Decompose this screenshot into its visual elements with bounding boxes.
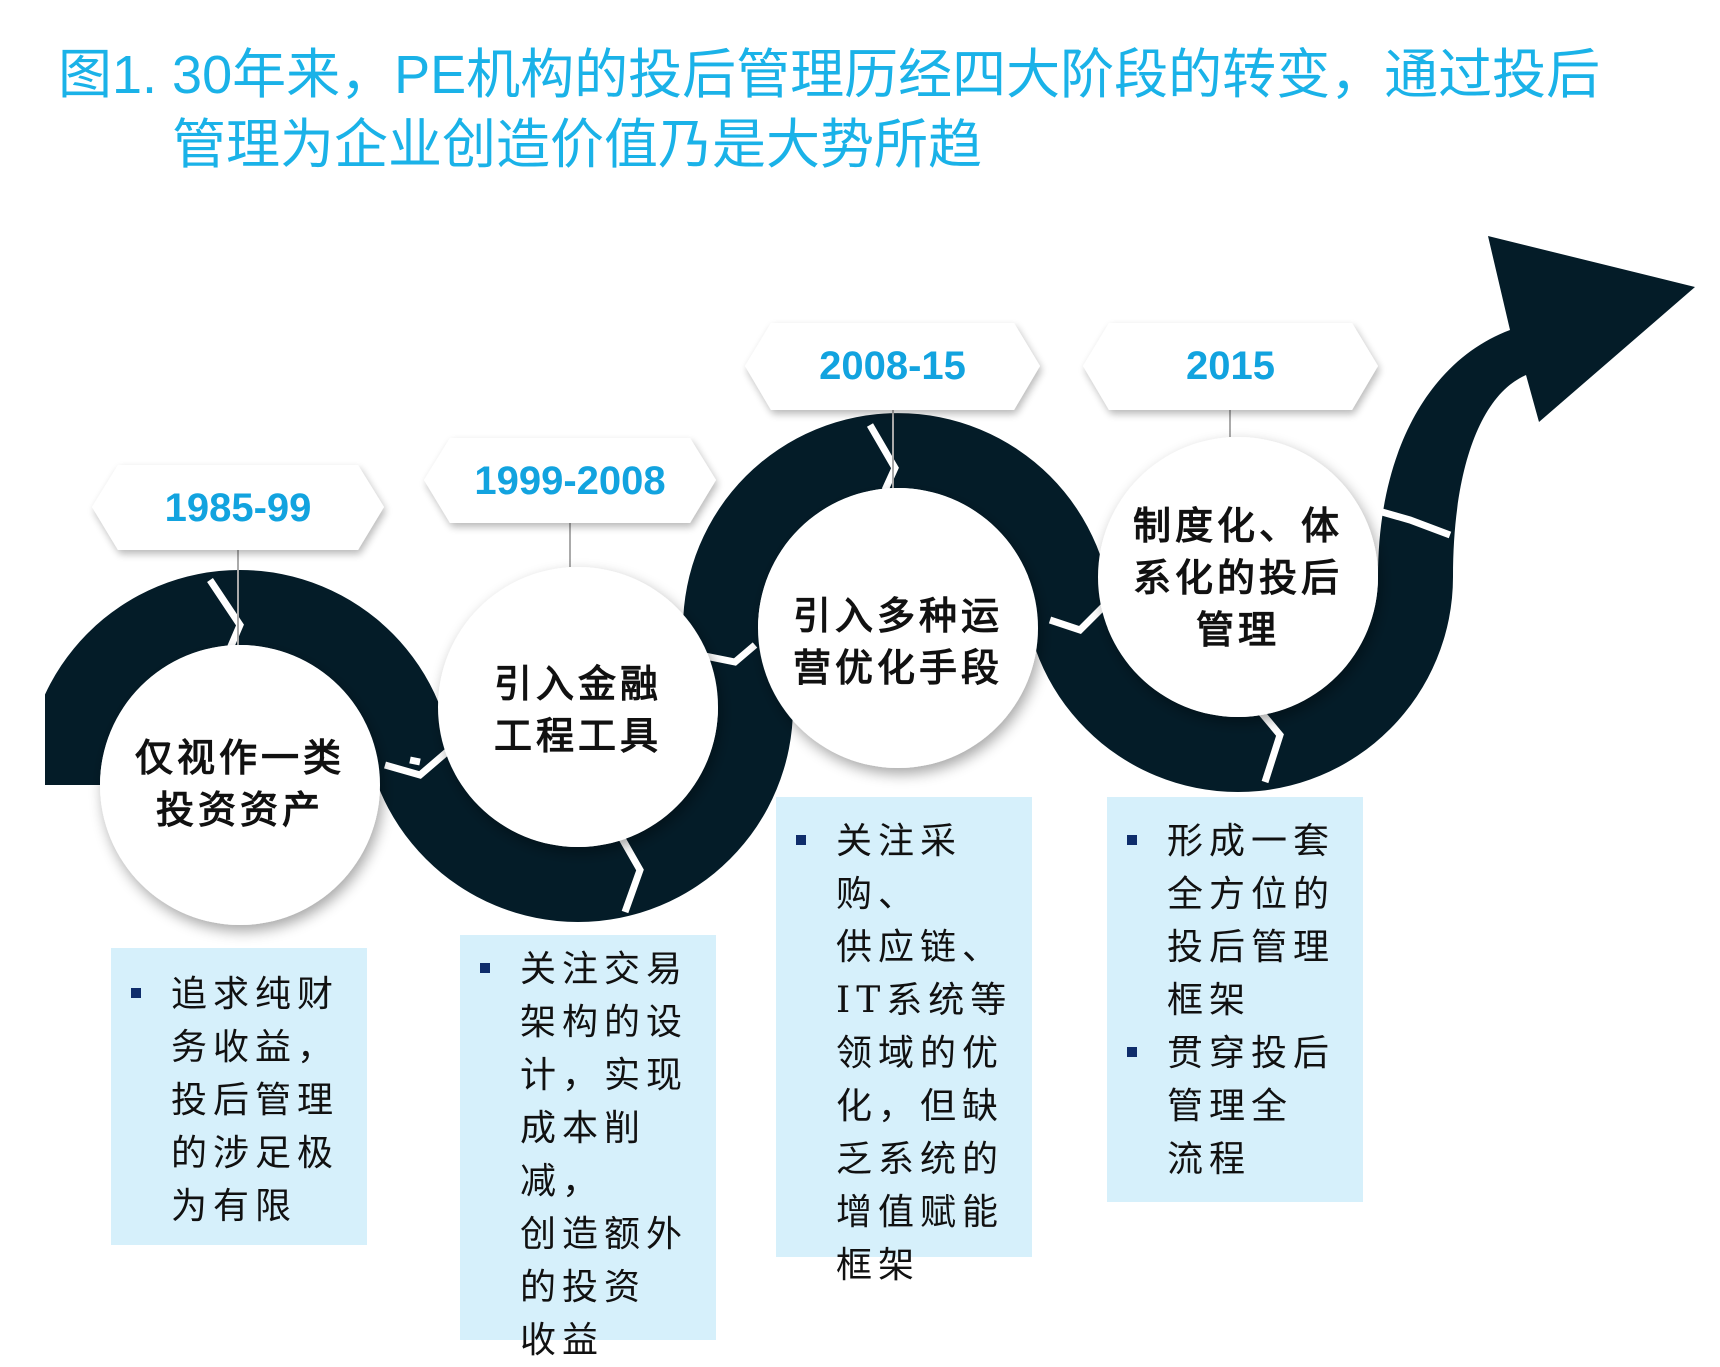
bullet-item: 追求纯财 务收益， 投后管理 的涉足极 为有限	[125, 968, 357, 1233]
bullet-line: 投后管理	[1167, 927, 1336, 968]
bullet-line: 框架	[1167, 980, 1252, 1021]
bullet-line: 增值赋能	[836, 1192, 1005, 1233]
bullet-line: 乏系统的	[836, 1139, 1005, 1180]
bullet-item: 关注采购、 供应链、 IT系统等 领域的优 化，但缺 乏系统的 增值赋能 框架	[790, 815, 1022, 1292]
circle-line: 工程工具	[493, 713, 662, 758]
bullet-item: 贯穿投后 管理全 流程	[1121, 1027, 1353, 1186]
circle-line: 管理	[1195, 607, 1280, 652]
year-text-2: 1999-2008	[474, 459, 666, 503]
bullet-line: 追求纯财	[171, 974, 340, 1015]
circle-line: 系化的投后	[1132, 555, 1343, 600]
year-text-1: 1985-99	[164, 486, 312, 530]
figure-title-line-2: 管理为企业创造价值乃是大势所趋	[172, 115, 982, 175]
bullet-line: 成本削减，	[520, 1108, 647, 1202]
bullet-item: 关注交易 架构的设 计，实现 成本削减， 创造额外 的投资 收益	[474, 943, 706, 1367]
bullet-line: 计，实现	[520, 1055, 689, 1096]
bullet-line: 的投资	[520, 1267, 647, 1308]
bullet-line: 框架	[836, 1245, 921, 1286]
bullet-line: 务收益，	[171, 1027, 340, 1068]
bullet-square-icon	[131, 988, 141, 998]
connector-lines	[237, 410, 1231, 645]
stage-1-description: 仅视作一类 投资资产	[110, 732, 370, 836]
year-label-2015	[1083, 323, 1378, 410]
bullet-line: 领域的优	[836, 1033, 1005, 1074]
stage-4-description: 制度化、体 系化的投后 管理	[1103, 500, 1373, 656]
bullet-line: 关注采购、	[836, 821, 963, 915]
year-label-2008-15	[745, 323, 1040, 410]
bullet-square-icon	[1127, 835, 1137, 845]
stage-circle-2	[438, 567, 718, 847]
bullet-line: 供应链、	[836, 927, 1005, 968]
bullet-square-icon	[796, 835, 806, 845]
bullet-square-icon	[480, 963, 490, 973]
bullet-line: 投后管理	[171, 1080, 340, 1121]
circle-line: 投资资产	[155, 787, 324, 832]
bullet-square-icon	[1127, 1047, 1137, 1057]
ribbon-separators	[207, 423, 1452, 914]
circle-line: 仅视作一类	[134, 735, 345, 780]
bullet-line: 管理全	[1167, 1086, 1294, 1127]
year-text-4: 2015	[1186, 344, 1275, 388]
bullet-line: 的涉足极	[171, 1133, 340, 1174]
stage-2-description: 引入金融 工程工具	[448, 658, 708, 762]
bullet-line: 全方位的	[1167, 874, 1336, 915]
circle-line: 制度化、体	[1132, 503, 1343, 548]
bullet-line: 为有限	[171, 1186, 298, 1227]
stage-4-detail-box: 形成一套 全方位的 投后管理 框架 贯穿投后 管理全 流程	[1107, 797, 1363, 1202]
bullet-line: 架构的设	[520, 1002, 689, 1043]
bullet-line: 收益	[520, 1320, 605, 1361]
bullet-line: 流程	[1167, 1139, 1252, 1180]
circle-line: 引入多种运	[792, 593, 1003, 638]
bullet-item: 形成一套 全方位的 投后管理 框架	[1121, 815, 1353, 1027]
circle-line: 引入金融	[493, 661, 662, 706]
bullet-line: 关注交易	[520, 949, 689, 990]
bullet-line: 贯穿投后	[1167, 1033, 1336, 1074]
stage-1-detail-box: 追求纯财 务收益， 投后管理 的涉足极 为有限	[111, 948, 367, 1245]
year-label-1985-99	[92, 465, 384, 550]
stage-3-description: 引入多种运 营优化手段	[763, 590, 1033, 694]
stage-3-detail-box: 关注采购、 供应链、 IT系统等 领域的优 化，但缺 乏系统的 增值赋能 框架	[776, 797, 1032, 1286]
stage-circle-4	[1098, 437, 1378, 717]
bullet-line: 化，但缺	[836, 1086, 1005, 1127]
stage-circle-1	[100, 645, 380, 925]
bullet-line: 形成一套	[1167, 821, 1336, 862]
stage-2-detail-box: 关注交易 架构的设 计，实现 成本削减， 创造额外 的投资 收益	[460, 935, 716, 1361]
bullet-line: IT系统等	[836, 980, 1013, 1021]
bullet-line: 创造额外	[520, 1214, 689, 1255]
year-text-3: 2008-15	[819, 344, 966, 388]
stage-circle-3	[758, 488, 1038, 768]
figure-title-line-1: 图1. 30年来，PE机构的投后管理历经四大阶段的转变，通过投后	[58, 45, 1601, 105]
year-label-1999-2008	[424, 438, 716, 523]
circle-line: 营优化手段	[792, 645, 1003, 690]
